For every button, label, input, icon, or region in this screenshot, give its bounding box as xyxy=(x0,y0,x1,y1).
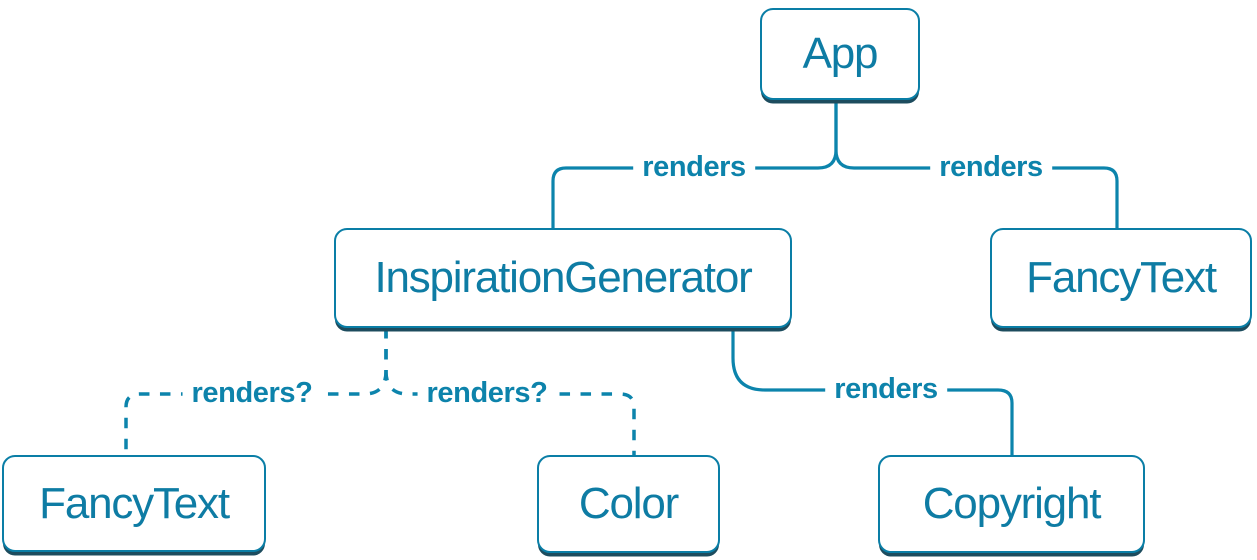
edge-label-renders-left: renders xyxy=(633,151,755,185)
node-color: Color xyxy=(537,455,720,553)
edge-label-renders-maybe-left: renders? xyxy=(182,377,322,411)
node-fancy-text-bottom-label: FancyText xyxy=(39,478,230,528)
edge-label-renders-bottom: renders xyxy=(825,373,947,407)
node-color-label: Color xyxy=(578,479,679,528)
node-app: App xyxy=(760,8,920,100)
node-app-label: App xyxy=(802,29,879,78)
node-copyright-label: Copyright xyxy=(922,479,1102,528)
edge-label-renders-maybe-right: renders? xyxy=(417,377,557,411)
node-copyright: Copyright xyxy=(878,455,1145,553)
node-inspiration-generator-label: InspirationGenerator xyxy=(374,253,752,302)
node-fancy-text-bottom: FancyText xyxy=(2,455,266,552)
node-fancy-text-top-label: FancyText xyxy=(1026,253,1217,302)
node-inspiration-generator: InspirationGenerator xyxy=(334,228,792,328)
edge-label-renders-right: renders xyxy=(930,151,1052,185)
node-fancy-text-top: FancyText xyxy=(990,228,1252,328)
